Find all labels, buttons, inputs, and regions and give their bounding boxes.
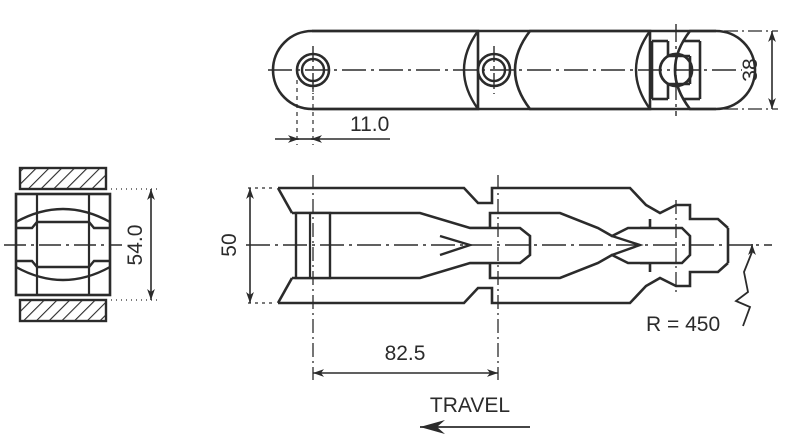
link-plate-left xyxy=(271,29,480,111)
dimension-label-54: 54.0 xyxy=(124,225,147,266)
dimension-label-82: 82.5 xyxy=(385,342,426,365)
top-plate-hatched xyxy=(18,166,108,191)
dimension-label-50: 50 xyxy=(218,233,241,256)
travel-label: TRAVEL xyxy=(430,394,510,417)
dimension-label-38: 38 xyxy=(739,58,762,81)
plan-inner-lower xyxy=(292,253,652,280)
bottom-plate-hatched xyxy=(18,298,108,323)
roller-section-view: 54.0 xyxy=(4,166,157,323)
plan-inner-upper xyxy=(292,211,652,238)
plan-outline-upper xyxy=(278,186,729,229)
chain-top-view: 38 11.0 xyxy=(268,24,778,145)
plan-outline-lower xyxy=(278,262,729,305)
roller-upper-flange xyxy=(15,207,111,230)
plan-left-chamfer-lower xyxy=(276,277,294,304)
radius-note-label: R = 450 xyxy=(646,313,720,336)
plate-overlap-edge-2 xyxy=(634,30,651,110)
plan-left-chamfer-upper xyxy=(276,187,294,214)
roller-lower-flange xyxy=(15,259,111,282)
radius-leader-line xyxy=(734,251,753,327)
dimension-label-11: 11.0 xyxy=(350,113,389,136)
chain-plan-view: 50 82.5 R = 450 TRAVEL xyxy=(218,175,772,434)
